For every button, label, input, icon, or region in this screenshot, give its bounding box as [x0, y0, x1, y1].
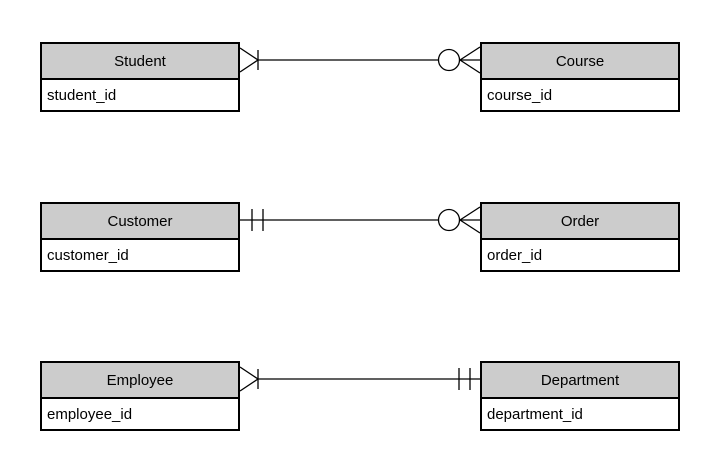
entity-title: Employee — [42, 363, 238, 399]
entity-title: Student — [42, 44, 238, 80]
entity-attribute: employee_id — [42, 399, 238, 429]
entity-student: Student student_id — [40, 42, 240, 112]
entity-attribute: customer_id — [42, 240, 238, 270]
connector-customer-order — [240, 206, 481, 234]
entity-department: Department department_id — [480, 361, 680, 431]
entity-customer: Customer customer_id — [40, 202, 240, 272]
entity-title: Customer — [42, 204, 238, 240]
entity-title: Department — [482, 363, 678, 399]
entity-attribute: department_id — [482, 399, 678, 429]
entity-order: Order order_id — [480, 202, 680, 272]
entity-employee: Employee employee_id — [40, 361, 240, 431]
exactly-one-symbol — [458, 368, 471, 390]
connector-student-course — [239, 46, 481, 74]
exactly-one-symbol — [251, 209, 264, 231]
entity-attribute: course_id — [482, 80, 678, 110]
entity-attribute: student_id — [42, 80, 238, 110]
entity-attribute: order_id — [482, 240, 678, 270]
crows-foot-one-or-many-symbol — [239, 366, 259, 392]
entity-title: Order — [482, 204, 678, 240]
connector-employee-department — [239, 366, 480, 392]
zero-or-many-symbol — [437, 206, 481, 234]
entity-title: Course — [482, 44, 678, 80]
entity-course: Course course_id — [480, 42, 680, 112]
crows-foot-one-or-many-symbol — [239, 47, 259, 73]
zero-or-many-symbol — [437, 46, 481, 74]
